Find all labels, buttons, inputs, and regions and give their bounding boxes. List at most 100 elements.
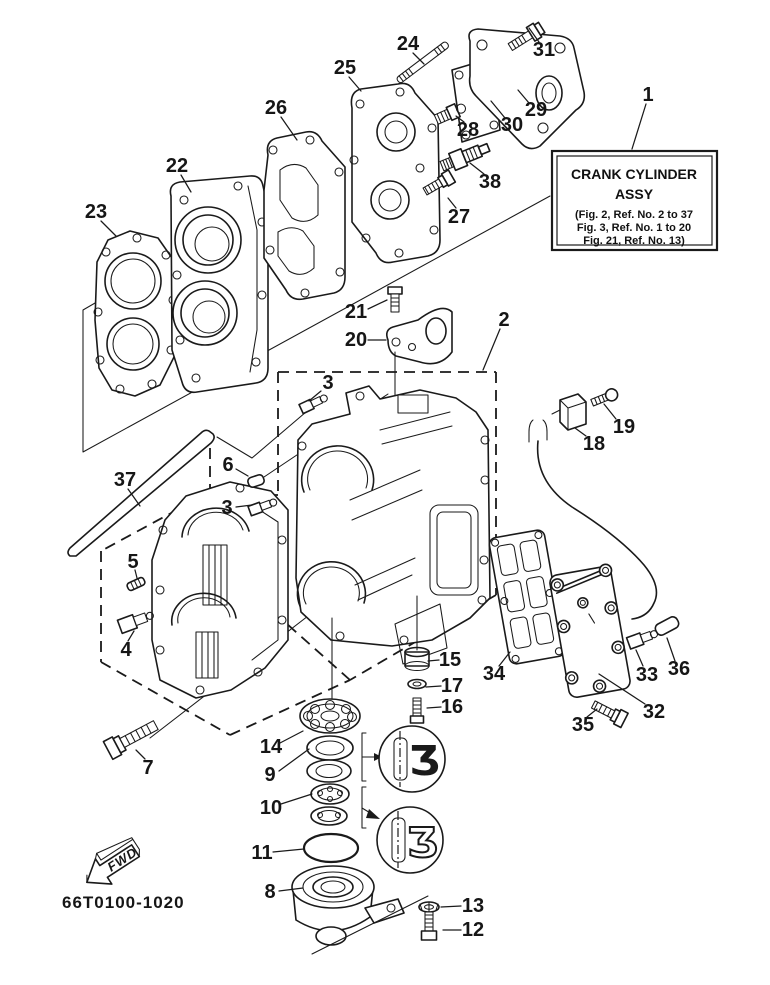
leader-line-13: [440, 905, 462, 908]
leader-line-14: [279, 730, 304, 744]
part-12-bolt: [420, 911, 438, 941]
part-label-27: 27: [448, 206, 470, 228]
part-5-dowel-pin: [126, 576, 146, 592]
info-box-fig-line-3: Fig. 21, Ref. No. 13): [583, 235, 685, 247]
part-cylinder-block: [295, 385, 491, 665]
part-label-28: 28: [457, 119, 479, 141]
leader-line-21: [367, 299, 388, 310]
part-crankcase-half: [151, 481, 289, 699]
clip-orientation-glyph: Ʒ: [407, 820, 438, 866]
part-33-nipple: [625, 630, 658, 650]
part-label-26: 26: [265, 97, 287, 119]
part-label-3: 3: [221, 497, 232, 519]
part-label-6: 6: [222, 454, 233, 476]
part-3-fitting-upper: [298, 394, 328, 415]
leader-line-22: [180, 174, 192, 193]
part-label-18: 18: [583, 433, 605, 455]
part-label-12: 12: [462, 919, 484, 941]
part-label-19: 19: [613, 416, 635, 438]
part-19-bolt: [590, 388, 619, 407]
part-3-fitting-lower: [247, 498, 278, 517]
part-34-gasket-plate: [488, 529, 566, 665]
part-27-bolt: [422, 169, 457, 196]
part-31-bolt: [507, 21, 546, 51]
part-29-bracket: [468, 28, 586, 150]
leader-line-35: [586, 708, 598, 718]
part-label-33: 33: [636, 664, 658, 686]
fwd-arrow-label: FWD: [105, 844, 141, 874]
part-label-11: 11: [251, 842, 272, 864]
part-6-dowel-pin: [247, 474, 265, 488]
part-label-25: 25: [334, 57, 356, 79]
part-label-5: 5: [127, 551, 138, 573]
leader-line-15: [427, 659, 440, 662]
leader-line-4: [127, 630, 135, 642]
part-22-cylinder-head: [169, 175, 269, 394]
part-15-damper: [404, 595, 430, 672]
part-label-22: 22: [166, 155, 188, 177]
part-32-cover-plate: [549, 563, 631, 698]
leader-line-28: [455, 115, 465, 123]
part-10-bearings: [310, 783, 350, 826]
part-label-38: 38: [479, 171, 501, 193]
part-18-sensor: [551, 393, 587, 431]
part-label-9: 9: [264, 764, 275, 786]
part-21-bolt: [387, 286, 403, 313]
part-label-37: 37: [114, 469, 136, 491]
detail-circle-lower: Ʒ: [376, 806, 444, 874]
part-label-21: 21: [345, 301, 367, 323]
part-8-pump-housing: [291, 865, 405, 946]
part-13-washer: [311, 895, 440, 955]
dashed-group-boundary: [100, 371, 497, 736]
leader-line-1: [631, 103, 647, 150]
part-11-o-ring: [302, 832, 360, 864]
leader-line-3: [235, 504, 253, 508]
part-4-fitting: [116, 611, 154, 635]
info-box-fig-line-1: (Fig. 2, Ref. No. 2 to 37: [575, 209, 693, 221]
leader-line-25: [348, 76, 362, 92]
part-25-head-cover: [349, 82, 441, 264]
part-label-34: 34: [483, 663, 506, 685]
drawing-code: 66T0100-1020: [62, 893, 185, 912]
info-box: CRANK CYLINDER ASSY (Fig. 2, Ref. No. 2 …: [550, 149, 719, 252]
leader-line-29: [517, 89, 530, 104]
part-label-3: 3: [322, 372, 333, 394]
leader-line-37: [127, 488, 141, 507]
part-number-labels: 1233456789101112131415161718192021222324…: [85, 27, 690, 941]
leader-line-31: [528, 27, 540, 43]
leader-line-26: [280, 116, 298, 141]
info-box-title: CRANK CYLINDER: [571, 166, 697, 182]
leader-line-5: [134, 569, 138, 579]
part-16-bolt: [409, 697, 425, 724]
part-label-30: 30: [501, 114, 523, 136]
part-36-breather-hose: [528, 419, 680, 636]
detail-callout-brackets: [361, 732, 382, 829]
leader-line-7: [135, 749, 146, 760]
leader-line-16: [426, 706, 442, 709]
part-label-29: 29: [525, 99, 547, 121]
part-label-7: 7: [142, 757, 153, 779]
leader-line-6: [235, 468, 249, 477]
part-label-36: 36: [668, 658, 690, 680]
part-9-oil-seals: [306, 735, 354, 783]
info-box-fig-line-2: Fig. 3, Ref. No. 1 to 20: [577, 222, 691, 234]
leader-line-11: [272, 848, 305, 853]
leader-line-2: [482, 328, 501, 371]
detail-circle-upper: Ʒ: [378, 725, 446, 793]
clip-orientation-glyph: Ʒ: [409, 738, 440, 784]
part-14-bearing: [299, 617, 361, 734]
part-label-4: 4: [120, 639, 132, 661]
part-label-2: 2: [498, 309, 509, 331]
leader-line-30: [490, 100, 506, 119]
part-label-14: 14: [260, 736, 283, 758]
leader-line-3: [308, 390, 322, 402]
leader-line-34: [498, 651, 511, 667]
leader-line-33: [635, 649, 644, 667]
part-7-bolt: [102, 720, 159, 761]
fwd-arrow-icon: FWD: [86, 837, 141, 885]
part-label-31: 31: [533, 39, 555, 61]
leader-line-23: [100, 220, 117, 237]
leader-line-17: [425, 685, 442, 688]
part-23-head-gasket: [93, 230, 179, 397]
